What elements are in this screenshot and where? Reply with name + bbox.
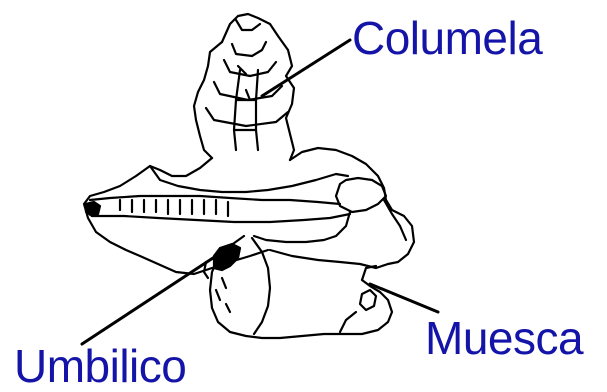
umbilico-label: Umbilico bbox=[14, 343, 186, 389]
muesca-leader-line bbox=[370, 284, 438, 312]
shell-aperture bbox=[204, 236, 392, 338]
umbilico-leader-line bbox=[82, 256, 216, 344]
muesca-label: Muesca bbox=[425, 315, 583, 361]
columela-leader-line bbox=[262, 40, 350, 96]
shell-spire bbox=[194, 14, 294, 160]
columela-label: Columela bbox=[352, 15, 542, 61]
shell-body-whorl bbox=[84, 148, 414, 274]
